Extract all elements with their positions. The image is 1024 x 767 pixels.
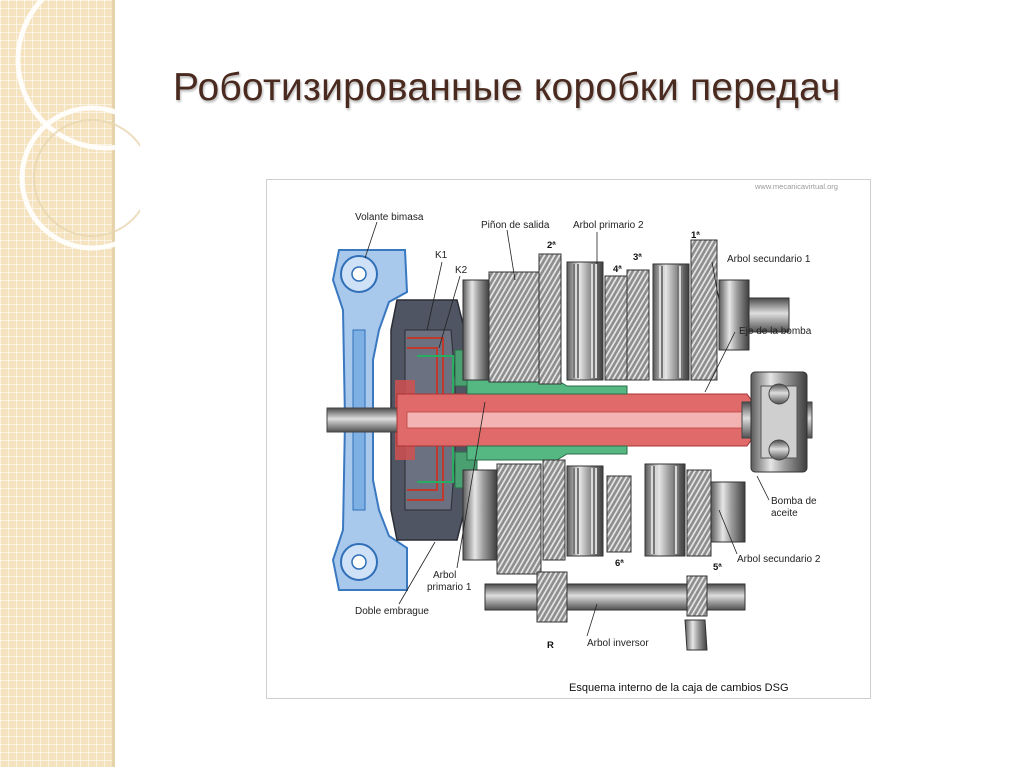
label-arbol-primario-1-line2: primario 1	[427, 582, 472, 593]
gear-label-5: 5ª	[713, 562, 722, 573]
watermark-text: www.mecanicavirtual.org	[754, 182, 838, 191]
gear-label-4: 4ª	[613, 264, 622, 275]
label-arbol-inversor: Arbol inversor	[587, 638, 649, 649]
label-k2: K2	[455, 265, 468, 276]
dsg-diagram-frame: www.mecanicavirtual.org	[266, 179, 871, 699]
side-strip-edge	[112, 0, 115, 767]
lower-gear-cluster	[462, 459, 746, 575]
gear-label-2: 2ª	[547, 240, 556, 251]
label-arbol-secundario-1: Arbol secundario 1	[727, 254, 811, 265]
gear-label-1: 1ª	[691, 230, 700, 241]
label-arbol-primario-2: Arbol primario 2	[573, 220, 644, 231]
label-eje-de-la-bomba: Eje de la bomba	[739, 326, 812, 337]
label-bomba-de-aceite-line1: Bomba de	[771, 496, 817, 507]
oil-pump	[750, 371, 808, 473]
label-bomba-de-aceite-line2: aceite	[771, 508, 798, 519]
gear-label-3: 3ª	[633, 252, 642, 263]
label-arbol-secundario-2: Arbol secundario 2	[737, 554, 821, 565]
label-doble-embrague: Doble embrague	[355, 606, 429, 617]
dsg-gearbox-diagram: www.mecanicavirtual.org	[326, 182, 838, 694]
label-volante-bimasa: Volante bimasa	[355, 212, 424, 223]
diagram-caption: Esquema interno de la caja de cambios DS…	[569, 682, 789, 694]
decorative-side-strip	[0, 0, 112, 767]
gear-label-r: R	[547, 640, 554, 651]
label-pinon-de-salida: Piñon de salida	[481, 220, 550, 231]
slide-title: Роботизированные коробки передач	[173, 66, 841, 109]
label-k1: K1	[435, 250, 448, 261]
gear-label-6: 6ª	[615, 558, 624, 569]
decorative-rings	[15, 0, 140, 251]
leader-lines	[364, 221, 770, 637]
upper-gear-cluster	[462, 239, 790, 385]
label-arbol-primario-1-line1: Arbol	[433, 570, 456, 581]
input-shafts	[326, 379, 813, 461]
reverse-idler-shaft	[484, 571, 746, 651]
